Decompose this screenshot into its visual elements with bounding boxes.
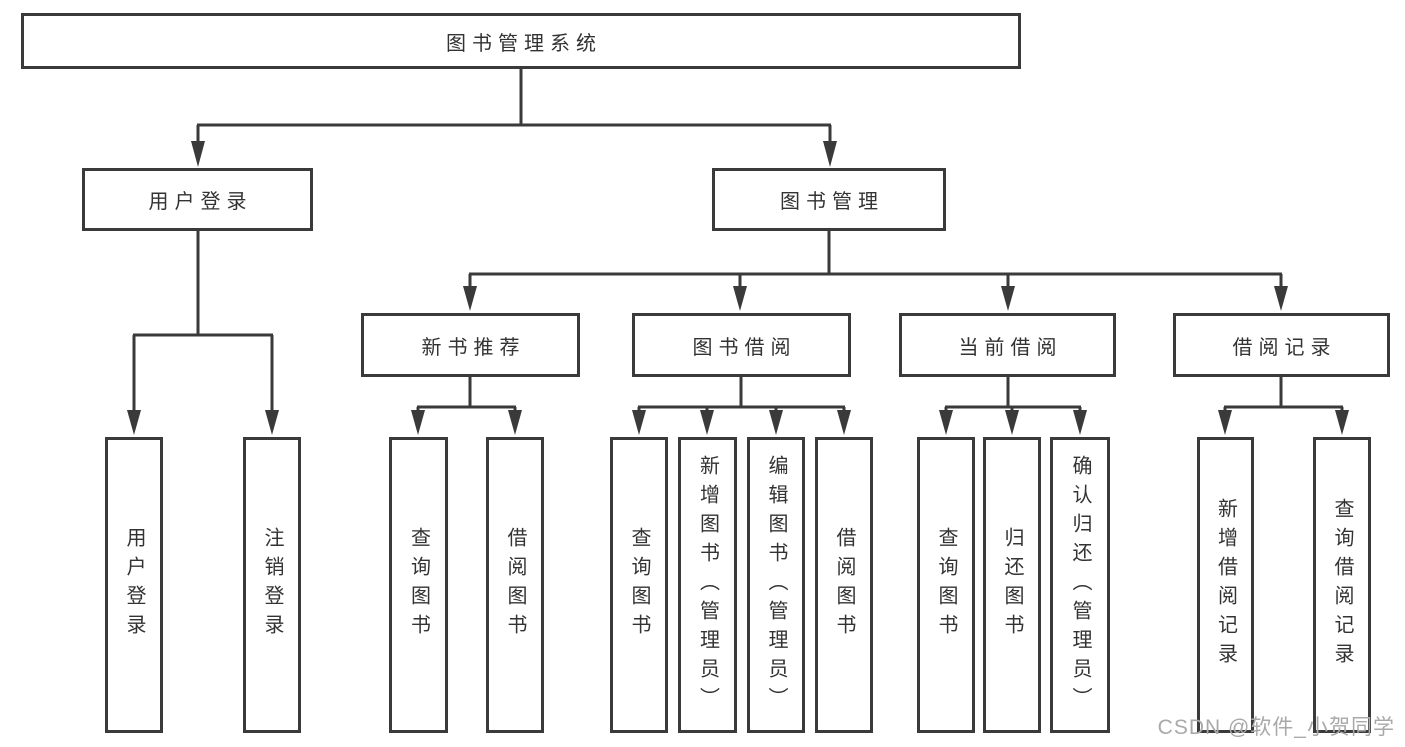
leaf-current-confirm-return-admin: 确认归还（管理员） xyxy=(1050,437,1110,733)
node-root-label: 图书管理系统 xyxy=(446,32,602,55)
connector-currentborrow-to-children xyxy=(944,377,1082,414)
leaf-borrow-edit-books-admin-label: 编辑图书（管理员） xyxy=(765,454,787,716)
node-current-borrow-label: 当前借阅 xyxy=(958,336,1063,359)
arrow-to-leaf-borrow-query xyxy=(632,410,646,435)
node-borrow-records-label: 借阅记录 xyxy=(1232,336,1337,359)
leaf-logout-label: 注销登录 xyxy=(261,527,283,643)
leaf-logout: 注销登录 xyxy=(243,437,301,733)
node-book-management: 图书管理 xyxy=(712,168,946,231)
connector-userlogin-to-children xyxy=(132,231,274,415)
node-user-login: 用户登录 xyxy=(82,168,313,231)
node-book-management-label: 图书管理 xyxy=(780,191,884,213)
arrowheads xyxy=(127,141,1349,435)
arrow-to-leaf-newbook-borrow xyxy=(508,410,522,435)
node-book-borrow-label: 图书借阅 xyxy=(692,336,797,359)
leaf-newbook-query-books: 查询图书 xyxy=(389,437,448,733)
connector-bookborrow-to-children xyxy=(637,377,846,414)
leaf-newbook-borrow-books-label: 借阅图书 xyxy=(504,527,526,643)
arrow-to-leaf-borrow-borrow xyxy=(837,410,851,435)
leaf-borrow-add-books-admin: 新增图书（管理员） xyxy=(678,437,737,733)
leaf-borrow-borrow-books: 借阅图书 xyxy=(815,437,873,733)
leaf-current-return-books: 归还图书 xyxy=(983,437,1041,733)
leaf-borrow-query-books: 查询图书 xyxy=(610,437,668,733)
node-new-book-recommend-label: 新书推荐 xyxy=(421,336,526,359)
arrow-to-borrow-records xyxy=(1274,286,1288,311)
leaf-borrow-edit-books-admin: 编辑图书（管理员） xyxy=(747,437,805,733)
csdn-watermark: CSDN @软件_小贺同学 xyxy=(1157,716,1395,739)
arrow-to-leaf-record-add xyxy=(1218,410,1232,435)
leaf-user-login: 用户登录 xyxy=(105,437,163,733)
arrow-to-leaf-logout xyxy=(265,410,279,435)
node-current-borrow: 当前借阅 xyxy=(899,313,1116,377)
leaf-borrow-add-books-admin-label: 新增图书（管理员） xyxy=(696,454,719,716)
arrow-to-book-borrow xyxy=(733,286,747,311)
node-borrow-records: 借阅记录 xyxy=(1173,313,1390,377)
leaf-borrow-query-books-label: 查询图书 xyxy=(628,527,650,643)
arrow-to-leaf-record-query xyxy=(1335,410,1349,435)
leaf-user-login-label: 用户登录 xyxy=(123,527,145,643)
leaf-record-add-label: 新增借阅记录 xyxy=(1214,498,1237,672)
arrow-to-user-login xyxy=(191,141,205,167)
leaf-current-query-books-label: 查询图书 xyxy=(935,527,957,643)
leaf-borrow-borrow-books-label: 借阅图书 xyxy=(833,527,855,643)
node-new-book-recommend: 新书推荐 xyxy=(361,313,580,377)
arrow-to-new-book-recommend xyxy=(463,286,477,311)
arrow-to-leaf-current-query xyxy=(939,410,953,435)
arrow-to-leaf-borrow-add xyxy=(700,410,714,435)
arrow-to-leaf-borrow-edit xyxy=(769,410,783,435)
arrow-to-leaf-current-confirm xyxy=(1073,410,1087,435)
leaf-current-query-books: 查询图书 xyxy=(917,437,975,733)
leaf-record-add: 新增借阅记录 xyxy=(1197,437,1254,733)
arrow-to-book-management xyxy=(823,141,837,167)
connector-newbook-to-children xyxy=(416,377,517,414)
leaf-newbook-query-books-label: 查询图书 xyxy=(407,527,430,643)
arrow-to-leaf-user-login xyxy=(127,410,141,435)
node-root: 图书管理系统 xyxy=(21,13,1021,69)
connector-records-to-children xyxy=(1223,377,1344,414)
leaf-record-query-label: 查询借阅记录 xyxy=(1331,498,1353,672)
arrow-to-current-borrow xyxy=(1001,286,1015,311)
connector-bookmgmt-to-level3 xyxy=(468,231,1283,290)
arrow-to-leaf-newbook-query xyxy=(411,410,425,435)
leaf-current-return-books-label: 归还图书 xyxy=(1001,527,1023,643)
leaf-record-query: 查询借阅记录 xyxy=(1313,437,1371,733)
connector-root-to-level2 xyxy=(196,69,832,146)
leaf-current-confirm-return-admin-label: 确认归还（管理员） xyxy=(1069,454,1091,716)
leaf-newbook-borrow-books: 借阅图书 xyxy=(486,437,544,733)
node-book-borrow: 图书借阅 xyxy=(632,313,851,377)
node-user-login-label: 用户登录 xyxy=(148,191,253,213)
arrow-to-leaf-current-return xyxy=(1005,410,1019,435)
